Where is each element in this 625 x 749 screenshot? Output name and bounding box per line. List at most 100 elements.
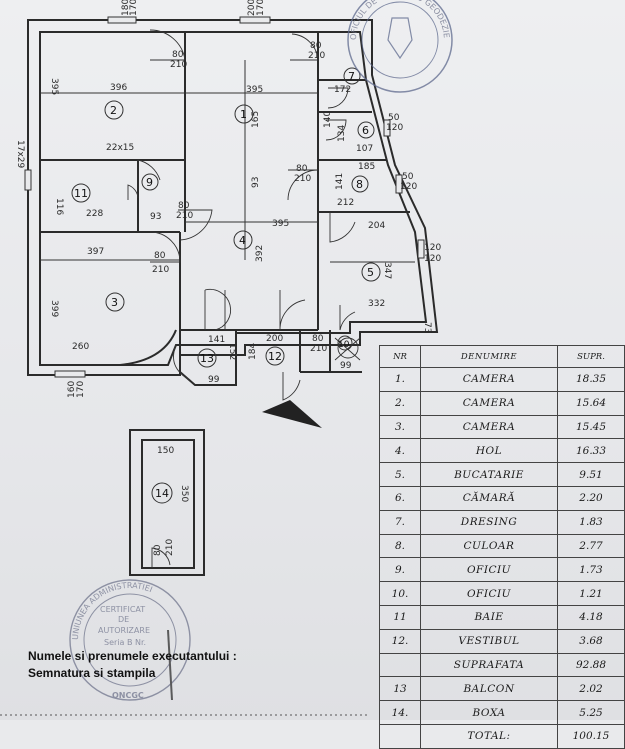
door-210-b: 210 xyxy=(308,51,325,61)
legend-name: CAMERA xyxy=(420,414,558,440)
room-number-8: 8 xyxy=(356,178,363,191)
table-row: TOTAL:100.15 xyxy=(379,723,625,749)
dim-347: 347 xyxy=(382,262,392,279)
legend-nr: 6. xyxy=(379,485,421,511)
win-170-a: 170 xyxy=(129,0,139,16)
legend-area: 92.88 xyxy=(557,652,625,678)
legend-name: HOL xyxy=(420,438,558,464)
legend-area: 1.73 xyxy=(557,557,625,583)
signature-stamp-label: Semnatura si stampila xyxy=(28,666,156,680)
floor-plan: 2 1 3 4 5 6 7 8 9 10 11 12 13 14 396 395… xyxy=(0,0,453,716)
storage-box-14 xyxy=(129,429,205,576)
legend-name: OFICIU xyxy=(420,557,558,583)
room-number-5: 5 xyxy=(367,266,374,279)
room-number-6: 6 xyxy=(362,124,369,137)
legend-header-name: DENUMIRE xyxy=(420,345,558,368)
room-number-12: 12 xyxy=(268,350,282,363)
dim-22x15: 22x15 xyxy=(106,143,134,153)
dim-150: 150 xyxy=(157,446,174,456)
door-210-a: 210 xyxy=(170,60,187,70)
stamp-line-5: ONCGC xyxy=(112,691,144,700)
legend-name: OFICIU xyxy=(420,581,558,606)
room-number-10: 10 xyxy=(338,340,350,350)
dim-395-top: 395 xyxy=(246,85,263,95)
room-number-9: 9 xyxy=(146,176,153,189)
stamp-line-4: Seria B Nr. xyxy=(104,638,146,647)
dim-107: 107 xyxy=(356,144,373,154)
dim-140: 140 xyxy=(323,111,333,128)
room-number-14: 14 xyxy=(155,487,169,500)
legend-name: BALCON xyxy=(420,676,558,702)
legend-nr: 2. xyxy=(379,390,421,416)
dim-350: 350 xyxy=(179,485,189,502)
coat-of-arms-icon xyxy=(387,17,413,60)
authorization-stamp: UNIUNEA ADMINISTRATIEI CERTIFICAT DE AUT… xyxy=(69,579,191,701)
win-120-d: 120 xyxy=(424,254,441,264)
legend-area: 3.68 xyxy=(557,628,625,654)
legend-name: CĂMARĂ xyxy=(420,485,558,511)
legend-nr: 14. xyxy=(379,700,421,725)
dim-134: 134 xyxy=(337,125,347,142)
win-120-b: 120 xyxy=(400,182,417,192)
legend-nr: 13 xyxy=(379,676,421,702)
dim-152: 152 xyxy=(227,343,237,360)
legend-nr: 12. xyxy=(379,628,421,654)
dim-165: 165 xyxy=(251,111,261,128)
signature-block: Numele si prenumele executantului : Semn… xyxy=(28,648,237,682)
legend-nr xyxy=(379,723,421,749)
doors xyxy=(127,29,361,401)
dim-99-b: 99 xyxy=(340,361,352,371)
dim-185: 185 xyxy=(358,162,375,172)
legend-nr: 7. xyxy=(379,509,421,535)
win-160: 160 xyxy=(67,381,77,398)
win-120-c: 120 xyxy=(424,243,441,253)
dim-396: 396 xyxy=(110,83,127,93)
door-210-d: 210 xyxy=(152,265,169,275)
legend-name: BOXA xyxy=(420,700,558,725)
dim-204: 204 xyxy=(368,221,385,231)
legend-area: 15.64 xyxy=(557,390,625,416)
room-number-13: 13 xyxy=(200,352,214,365)
door-80-g: 80 xyxy=(153,544,163,556)
dim-141-b: 141 xyxy=(335,173,345,190)
stamp-line-1: CERTIFICAT xyxy=(100,605,145,614)
windows xyxy=(24,16,425,378)
door-80-e: 80 xyxy=(296,164,308,174)
dim-172: 172 xyxy=(334,85,351,95)
legend-header-row: NR DENUMIRE SUPR. xyxy=(379,345,625,368)
dim-212: 212 xyxy=(337,198,354,208)
room-numbers: 2 1 3 4 5 6 7 8 9 10 11 12 13 14 xyxy=(71,67,381,504)
legend-nr: 11 xyxy=(379,604,421,630)
legend-name: BAIE xyxy=(420,604,558,630)
legend-area: 2.02 xyxy=(557,676,625,702)
entrance-arrow xyxy=(262,400,322,428)
cadastre-stamp: OFICIUL DE CADASTRU GEODEZIE SI CARTOGRA… xyxy=(0,0,453,93)
dim-397: 397 xyxy=(87,247,104,257)
room-number-1: 1 xyxy=(240,108,247,121)
door-80-b: 80 xyxy=(310,41,322,51)
dim-141: 141 xyxy=(208,335,225,345)
legend-area: 16.33 xyxy=(557,438,625,464)
door-210-f: 210 xyxy=(310,344,327,354)
win-170-c: 170 xyxy=(76,381,86,398)
dimension-labels: 396 395 395 165 93 397 399 260 228 116 9… xyxy=(15,0,441,556)
win-50-a: 50 xyxy=(388,113,400,123)
dim-73: 73 xyxy=(422,322,432,333)
win-120-a: 120 xyxy=(386,123,403,133)
dim-99-a: 99 xyxy=(208,375,220,385)
legend-nr: 9. xyxy=(379,557,421,583)
dim-395-hall: 395 xyxy=(272,219,289,229)
legend-name: DRESING xyxy=(420,509,558,535)
door-80-f: 80 xyxy=(312,334,324,344)
balcony-curve xyxy=(173,344,191,381)
